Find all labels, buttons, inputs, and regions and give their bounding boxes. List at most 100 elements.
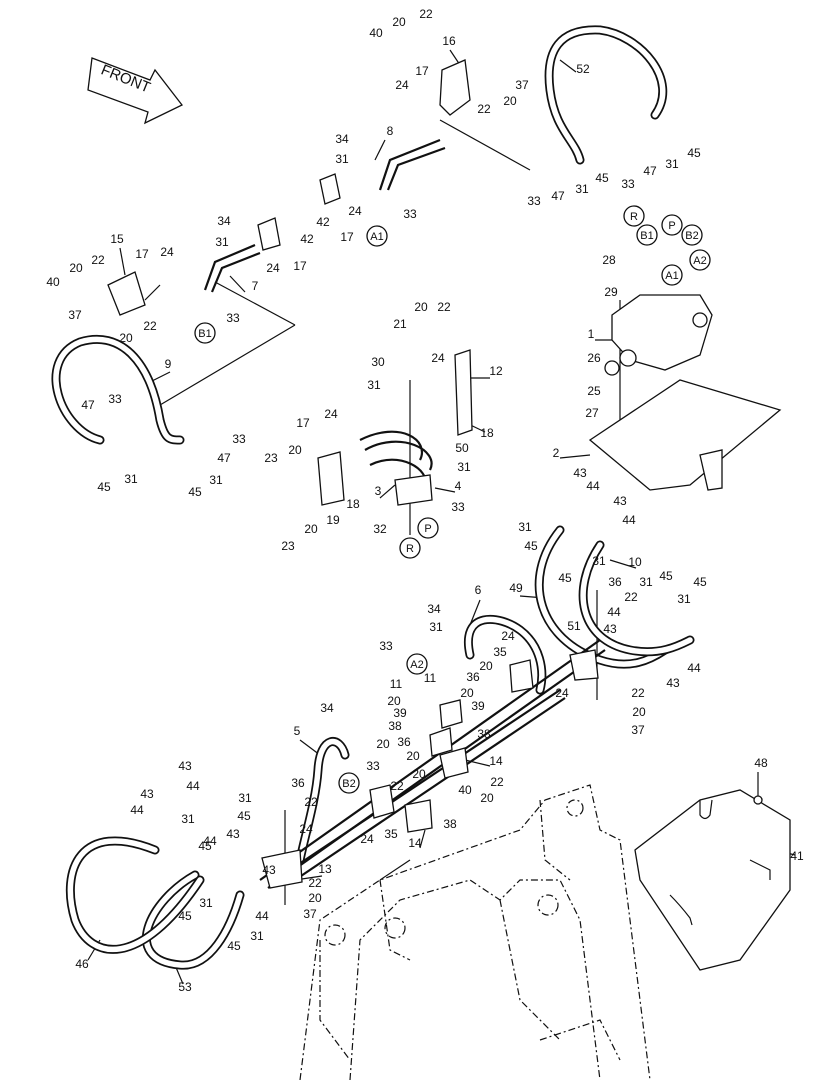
callout-47: 47 xyxy=(217,451,231,465)
callout-38: 38 xyxy=(388,719,402,733)
callout-24: 24 xyxy=(360,832,374,846)
callout-33: 33 xyxy=(527,194,541,208)
callout-44: 44 xyxy=(255,909,269,923)
callout-20: 20 xyxy=(479,659,493,673)
callout-44: 44 xyxy=(607,605,621,619)
port-marker-P: P xyxy=(661,214,683,236)
callout-43: 43 xyxy=(573,466,587,480)
callout-14: 14 xyxy=(408,836,422,850)
callout-33: 33 xyxy=(379,639,393,653)
callout-31: 31 xyxy=(367,378,381,392)
callout-22: 22 xyxy=(419,7,433,21)
port-marker-B2: B2 xyxy=(681,224,703,246)
callout-20: 20 xyxy=(376,737,390,751)
callout-3: 3 xyxy=(375,484,382,498)
callout-14: 14 xyxy=(489,754,503,768)
callout-37: 37 xyxy=(515,78,529,92)
callout-18: 18 xyxy=(480,426,494,440)
callout-45: 45 xyxy=(595,171,609,185)
callout-22: 22 xyxy=(143,319,157,333)
callout-20: 20 xyxy=(119,331,133,345)
callout-20: 20 xyxy=(308,891,322,905)
callout-38: 38 xyxy=(477,727,491,741)
callout-41: 41 xyxy=(790,849,804,863)
loader-frame xyxy=(299,784,651,1080)
callout-31: 31 xyxy=(677,592,691,606)
port-marker-B1: B1 xyxy=(194,322,216,344)
callout-24: 24 xyxy=(324,407,338,421)
callout-31: 31 xyxy=(250,929,264,943)
callout-33: 33 xyxy=(366,759,380,773)
callout-15: 15 xyxy=(110,232,124,246)
callout-17: 17 xyxy=(340,230,354,244)
callout-1: 1 xyxy=(588,327,595,341)
callout-16: 16 xyxy=(442,34,456,48)
port-marker-label: B1 xyxy=(640,230,653,242)
port-marker-label: R xyxy=(406,543,414,555)
callout-22: 22 xyxy=(91,253,105,267)
callout-2: 2 xyxy=(553,446,560,460)
callout-44: 44 xyxy=(622,513,636,527)
callout-50: 50 xyxy=(455,441,469,455)
callout-34: 34 xyxy=(335,132,349,146)
port-marker-A2: A2 xyxy=(406,653,428,675)
callout-23: 23 xyxy=(281,539,295,553)
port-marker-B1: B1 xyxy=(636,224,658,246)
port-marker-label: A2 xyxy=(410,659,423,671)
callout-11: 11 xyxy=(424,671,437,685)
callout-24: 24 xyxy=(431,351,445,365)
callout-24: 24 xyxy=(501,629,515,643)
callout-13: 13 xyxy=(318,862,332,876)
callout-20: 20 xyxy=(288,443,302,457)
callout-31: 31 xyxy=(457,460,471,474)
callout-31: 31 xyxy=(592,554,606,568)
bracket-15 xyxy=(107,271,146,316)
callout-45: 45 xyxy=(524,539,538,553)
callout-37: 37 xyxy=(631,723,645,737)
callout-51: 51 xyxy=(567,619,581,633)
callout-42: 42 xyxy=(300,232,314,246)
port-marker-label: B2 xyxy=(685,230,698,242)
valve-body xyxy=(611,294,713,371)
callout-17: 17 xyxy=(415,64,429,78)
callout-40: 40 xyxy=(458,783,472,797)
cover-plate-41 xyxy=(634,789,791,971)
callout-45: 45 xyxy=(198,839,212,853)
callout-24: 24 xyxy=(266,261,280,275)
callout-26: 26 xyxy=(587,351,601,365)
port-marker-label: B2 xyxy=(342,778,355,790)
tubes xyxy=(203,138,606,889)
callout-20: 20 xyxy=(632,705,646,719)
port-marker-B2: B2 xyxy=(338,772,360,794)
callout-47: 47 xyxy=(551,189,565,203)
callout-20: 20 xyxy=(414,300,428,314)
callout-20: 20 xyxy=(392,15,406,29)
callout-20: 20 xyxy=(406,749,420,763)
callout-5: 5 xyxy=(294,724,301,738)
callout-22: 22 xyxy=(490,775,504,789)
port-marker-P: P xyxy=(417,517,439,539)
callout-48: 48 xyxy=(754,756,768,770)
port-marker-label: P xyxy=(668,220,675,232)
callout-17: 17 xyxy=(293,259,307,273)
callout-11: 11 xyxy=(390,677,403,691)
callout-4: 4 xyxy=(455,479,462,493)
callout-36: 36 xyxy=(608,575,622,589)
bracket-16 xyxy=(439,59,471,116)
port-marker-label: P xyxy=(424,523,431,535)
callout-33: 33 xyxy=(226,311,240,325)
callout-22: 22 xyxy=(477,102,491,116)
callout-42: 42 xyxy=(316,215,330,229)
callout-29: 29 xyxy=(604,285,618,299)
callout-6: 6 xyxy=(475,583,482,597)
callout-8: 8 xyxy=(387,124,394,138)
callout-31: 31 xyxy=(124,472,138,486)
callout-45: 45 xyxy=(659,569,673,583)
callout-12: 12 xyxy=(489,364,503,378)
callout-43: 43 xyxy=(140,787,154,801)
callout-10: 10 xyxy=(628,555,642,569)
callout-44: 44 xyxy=(586,479,600,493)
callout-20: 20 xyxy=(503,94,517,108)
clamp-14 xyxy=(439,747,469,779)
clamp-14b xyxy=(404,799,433,833)
